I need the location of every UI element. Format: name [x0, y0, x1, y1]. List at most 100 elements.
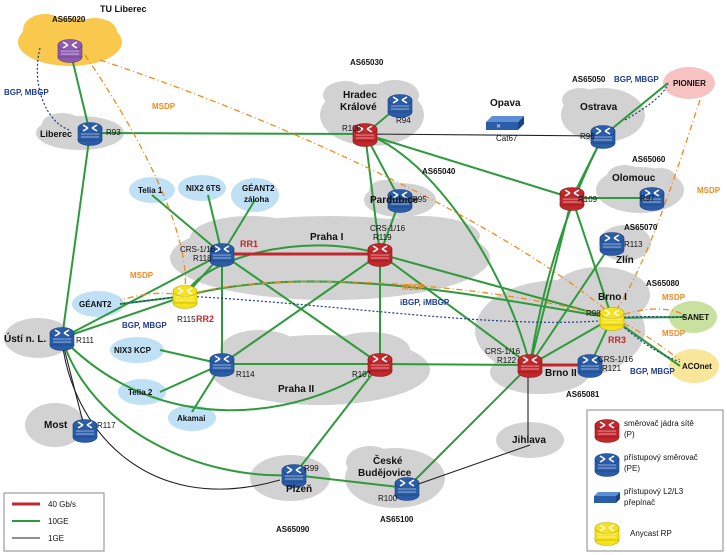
msdp-brno1-sanet	[611, 308, 686, 319]
router-liberec[interactable]	[77, 121, 103, 147]
link-hk-r119	[364, 133, 381, 255]
r99-label: R99	[304, 464, 319, 473]
rr3-label: RR3	[608, 335, 626, 345]
praha2-label: Praha II	[278, 384, 314, 395]
r114-label: R114	[236, 370, 255, 379]
bgp-tuliberec-label: BGP, MBGP	[4, 88, 49, 97]
link-r107-plzen	[293, 363, 381, 476]
links-10ge	[61, 49, 686, 489]
legend-anycast-icon	[594, 521, 620, 547]
link-usti-most-1ge	[61, 339, 86, 431]
ibgp-label: iBGP, iMBGP	[400, 298, 450, 307]
r100-label: R100	[378, 494, 398, 503]
link-liberec-usti	[61, 132, 91, 339]
legend-switch-line2: přepínač	[624, 498, 655, 507]
as65070-label: AS65070	[624, 223, 658, 232]
r93-label: R93	[106, 128, 121, 137]
msdp-pionier-label: MSDP	[697, 186, 721, 195]
link-brno2-brno1	[529, 317, 613, 366]
bgp-ostrava-pionier	[624, 83, 669, 121]
labels: TU Liberec AS65020 Liberec R93 AS65030 H…	[4, 4, 721, 534]
link-hk-olomouc	[364, 133, 573, 199]
pionier-label: PIONIER	[673, 79, 706, 88]
cloud-nix2	[178, 175, 226, 201]
bgp-aconet-label: BGP, MBGP	[630, 367, 675, 376]
r121-label-2: R121	[602, 364, 622, 373]
r121-label-1: CRS-1/16	[598, 355, 634, 364]
legend-anycast-label: Anycast RP	[630, 529, 672, 538]
legend-pe-line1: přístupový směrovač	[624, 453, 698, 462]
anycast-rp-brno1[interactable]	[599, 306, 625, 332]
akamai-label: Akamai	[177, 414, 205, 423]
link-r107-usti	[61, 337, 381, 412]
msdp-tuliberec-label: MSDP	[152, 102, 176, 111]
link-zlin-brno2	[529, 242, 613, 366]
router-r94[interactable]	[387, 93, 413, 119]
cloud-geant2	[72, 291, 124, 317]
link-hk-brno2	[364, 133, 531, 366]
hk-label-2: Králové	[340, 102, 377, 113]
olomouc-label: Olomouc	[612, 173, 656, 184]
opava-label: Opava	[490, 98, 521, 109]
link-r115-brno1	[184, 280, 613, 319]
pardubice-label: Pardubice	[370, 195, 419, 206]
link-r119-brno2	[379, 253, 531, 366]
router-r107[interactable]	[367, 352, 393, 378]
router-zlin[interactable]	[599, 231, 625, 257]
legend-core-line1: směrovač jádra sítě	[624, 419, 694, 428]
cat67-label: Cat67	[496, 134, 518, 143]
cloud-akamai	[168, 405, 216, 431]
links-msdp	[84, 54, 701, 361]
telia2-label: Telia 2	[128, 388, 153, 397]
r107-label: R107	[352, 370, 372, 379]
link-r118-r107	[221, 253, 381, 365]
nix3-label: NIX3 KCP	[114, 346, 152, 355]
router-cb[interactable]	[394, 476, 420, 502]
link-usti-plzen-1ge	[61, 339, 281, 490]
link-brno2-cb	[406, 364, 531, 489]
r98-label: R98	[586, 309, 601, 318]
bgp-r115-geant2	[119, 295, 186, 305]
link-liberec-hk	[89, 132, 366, 135]
link-olomouc-brno1	[571, 197, 613, 319]
link-r107-brno2	[379, 363, 531, 366]
r111-label: R111	[76, 336, 94, 345]
msdp-sanet-label: MSDP	[662, 293, 686, 302]
bgp-ostrava-label: BGP, MBGP	[614, 75, 659, 84]
link-tuliberec-liberec	[69, 49, 91, 134]
geant2z-label-2: záloha	[244, 195, 269, 204]
usti-label: Ústí n. L.	[4, 332, 46, 345]
router-r119[interactable]	[367, 242, 393, 268]
router-brno2[interactable]	[517, 353, 543, 379]
r119-label-2: R119	[373, 233, 392, 242]
switch-opava[interactable]: ✕	[486, 116, 524, 130]
r118-label-1: CRS-1/16	[180, 245, 216, 254]
link-r115-usti	[61, 295, 186, 339]
as65081-label: AS65081	[566, 390, 600, 399]
r122-label-1: CRS-1/16	[485, 347, 521, 356]
rr1-label: RR1	[240, 239, 258, 249]
legend-pe-router-icon	[594, 452, 620, 478]
svg-text:✕: ✕	[496, 124, 501, 130]
jihlava-label: Jihlava	[512, 435, 546, 446]
as65030-label: AS65030	[350, 58, 384, 67]
legend-pe-line2: (PE)	[624, 464, 640, 473]
as65060-label: AS65060	[632, 155, 666, 164]
anycast-rp-r115[interactable]	[172, 284, 198, 310]
legend-40g-label: 40 Gb/s	[48, 500, 76, 509]
telia1-label: Telia 1	[138, 186, 163, 195]
router-most[interactable]	[72, 418, 98, 444]
link-r119-brno1	[379, 253, 613, 319]
as65040-label: AS65040	[422, 167, 456, 176]
router-usti[interactable]	[49, 326, 75, 352]
r97-label: R97	[640, 194, 655, 203]
link-olomouc-brno2	[529, 197, 573, 366]
router-tu-liberec[interactable]	[57, 38, 83, 64]
cloud-aconet	[669, 349, 719, 383]
r108-label: R108	[342, 124, 362, 133]
legend-devices: směrovač jádra sítě (P) přístupový směro…	[586, 409, 724, 552]
sanet-label: SANET	[682, 313, 709, 322]
router-r114[interactable]	[209, 352, 235, 378]
cloud-sanet	[669, 301, 717, 333]
